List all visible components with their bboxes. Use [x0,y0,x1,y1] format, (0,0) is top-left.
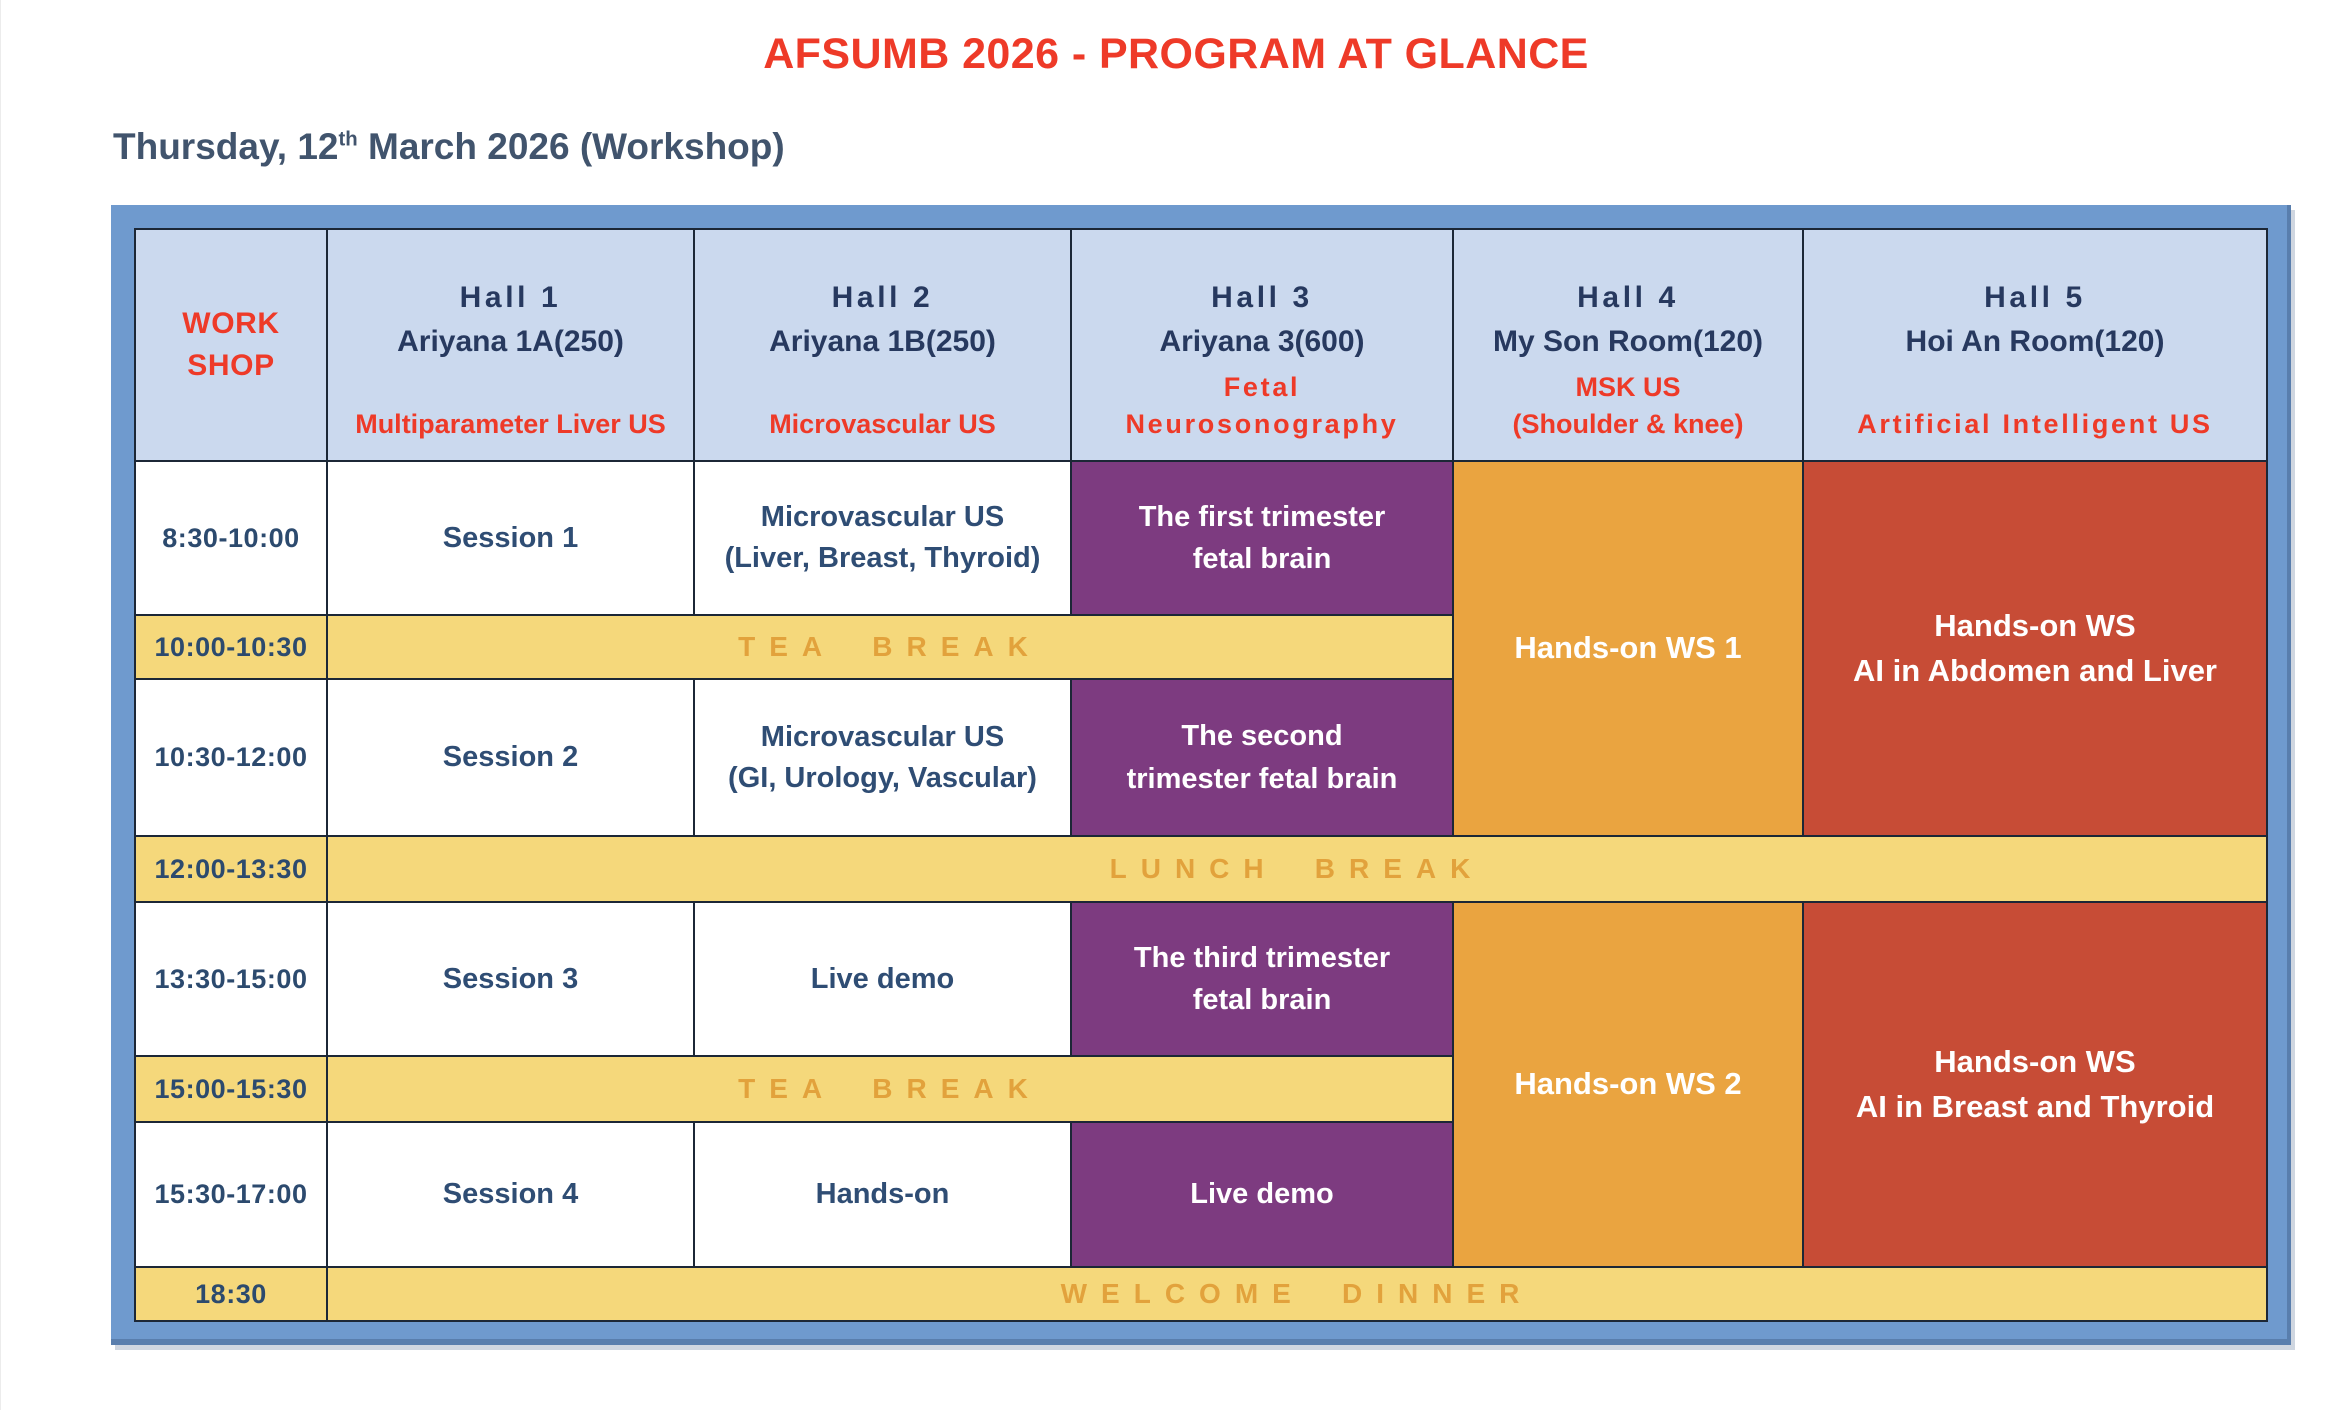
cell-session-2: Session 2 [328,680,693,835]
band-lunch-break: LUNCH BREAK [328,837,2266,901]
time-cell-1830: 18:30 [136,1268,326,1320]
hall-room: Ariyana 1A(250) [397,324,624,358]
cell-text-line1: The second [1181,720,1343,753]
time-cell-1000-1030: 10:00-10:30 [136,616,326,678]
hall-topic-line1: MSK US [1575,372,1681,403]
cell-text-line1: The first trimester [1138,500,1386,533]
header-hall-5: Hall 5 Hoi An Room(120) Artificial Intel… [1804,230,2266,460]
hall-topic-line1: Artificial Intelligent US [1857,408,2213,439]
date-heading: Thursday, 12th March 2026 (Workshop) [113,126,785,168]
page-title: AFSUMB 2026 - PROGRAM AT GLANCE [763,30,1589,78]
cell-hands-on-ws-2: Hands-on WS 2 [1454,903,1802,1266]
cell-live-demo-hall2: Live demo [695,903,1070,1055]
cell-session-1: Session 1 [328,462,693,614]
header-hall-1: Hall 1 Ariyana 1A(250) Multiparameter Li… [328,230,693,460]
cell-text-line2: fetal brain [1192,984,1332,1016]
cell-text-line2: (Liver, Breast, Thyroid) [724,542,1041,574]
hall-topic: Fetal Neurosonography [1125,369,1398,460]
workshop-label-line1: WORK [182,307,280,340]
cell-text-line1: Hands-on WS [1934,1043,2136,1079]
workshop-label-line2: SHOP [187,349,275,382]
header-hall-2: Hall 2 Ariyana 1B(250) Microvascular US [695,230,1070,460]
hall-topic: Artificial Intelligent US [1857,406,2213,460]
hall-room: Ariyana 3(600) [1159,324,1365,358]
cell-text-line1: Microvascular US [760,720,1005,753]
cell-hands-on-hall2: Hands-on [695,1123,1070,1266]
time-cell-1030-1200: 10:30-12:00 [136,680,326,835]
hall-name: Hall 5 [1984,281,2086,314]
cell-ai-breast-thyroid: Hands-on WS AI in Breast and Thyroid [1804,903,2266,1266]
cell-microvascular-liver-breast-thyroid: Microvascular US (Liver, Breast, Thyroid… [695,462,1070,614]
time-cell-1330-1500: 13:30-15:00 [136,903,326,1055]
schedule-frame: WORK SHOP Hall 1 Ariyana 1A(250) Multipa… [111,205,2291,1345]
hall-topic: MSK US (Shoulder & knee) [1512,369,1743,460]
band-tea-break-1: TEA BREAK [328,616,1452,678]
hall-topic-line1: Microvascular US [769,408,996,439]
cell-session-4: Session 4 [328,1123,693,1266]
header-hall-3: Hall 3 Ariyana 3(600) Fetal Neurosonogra… [1072,230,1452,460]
cell-text-line1: Microvascular US [760,501,1005,534]
hall-room: Ariyana 1B(250) [769,324,996,358]
header-hall-4: Hall 4 My Son Room(120) MSK US (Shoulder… [1454,230,1802,460]
hall-topic-line2: (Shoulder & knee) [1512,408,1744,439]
cell-session-3: Session 3 [328,903,693,1055]
cell-hands-on-ws-1: Hands-on WS 1 [1454,462,1802,835]
time-cell-0830-1000: 8:30-10:00 [136,462,326,614]
cell-live-demo-hall3: Live demo [1072,1123,1452,1266]
cell-second-trimester-fetal-brain: The second trimester fetal brain [1072,680,1452,835]
hall-topic-line1: Multiparameter Liver US [355,408,666,439]
date-superscript: th [338,128,358,151]
hall-room: Hoi An Room(120) [1905,324,2165,358]
hall-topic: Microvascular US [769,406,996,460]
header-workshop: WORK SHOP [136,230,326,460]
band-tea-break-2: TEA BREAK [328,1057,1452,1121]
cell-third-trimester-fetal-brain: The third trimester fetal brain [1072,903,1452,1055]
time-cell-1500-1530: 15:00-15:30 [136,1057,326,1121]
date-suffix: March 2026 (Workshop) [357,126,785,167]
cell-text-line1: Hands-on WS [1934,607,2136,643]
cell-first-trimester-fetal-brain: The first trimester fetal brain [1072,462,1452,614]
cell-text-line2: fetal brain [1192,543,1332,575]
hall-name: Hall 1 [459,281,562,314]
schedule-table: WORK SHOP Hall 1 Ariyana 1A(250) Multipa… [134,228,2268,1322]
hall-name: Hall 4 [1577,281,1679,314]
cell-text-line1: The third trimester [1133,941,1391,974]
hall-name: Hall 2 [831,281,934,314]
cell-text-line2: trimester fetal brain [1126,762,1398,795]
date-prefix: Thursday, 12 [113,126,339,167]
hall-room: My Son Room(120) [1492,324,1764,358]
hall-topic: Multiparameter Liver US [355,406,666,460]
hall-topic-line1: Fetal [1223,372,1301,403]
time-cell-1200-1330: 12:00-13:30 [136,837,326,901]
cell-microvascular-gi-urology-vascular: Microvascular US (GI, Urology, Vascular) [695,680,1070,835]
hall-topic-line2: Neurosonography [1125,408,1399,439]
hall-name: Hall 3 [1211,281,1313,314]
band-welcome-dinner: WELCOME DINNER [328,1268,2266,1320]
time-cell-1530-1700: 15:30-17:00 [136,1123,326,1266]
cell-text-line2: AI in Breast and Thyroid [1855,1088,2215,1124]
cell-text-line2: (GI, Urology, Vascular) [728,761,1037,794]
cell-ai-abdomen-liver: Hands-on WS AI in Abdomen and Liver [1804,462,2266,835]
cell-text-line2: AI in Abdomen and Liver [1853,652,2217,688]
